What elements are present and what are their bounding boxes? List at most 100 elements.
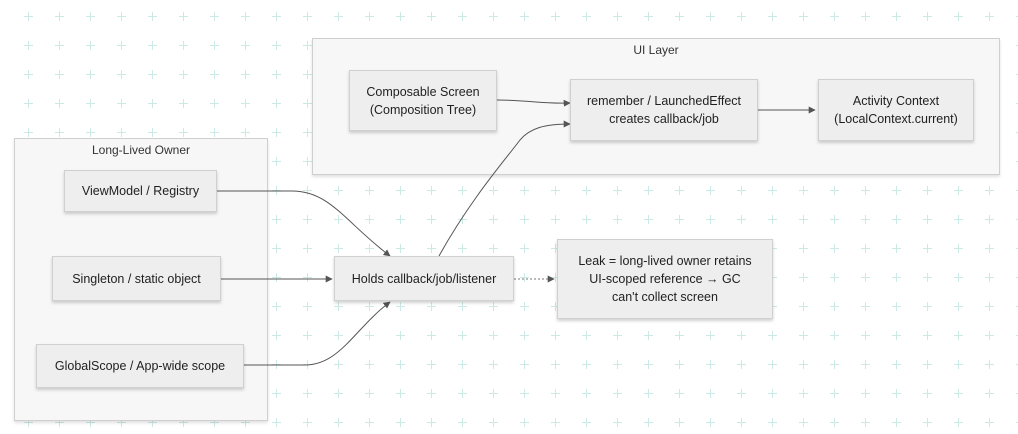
grid-plus-mark xyxy=(427,418,436,427)
grid-plus-mark xyxy=(1016,302,1018,311)
grid-plus-mark xyxy=(954,418,963,427)
grid-plus-mark xyxy=(551,389,560,398)
grid-plus-mark xyxy=(303,273,312,282)
grid-plus-mark xyxy=(427,360,436,369)
grid-plus-mark xyxy=(303,41,312,50)
grid-plus-mark xyxy=(985,331,994,340)
grid-plus-mark xyxy=(985,389,994,398)
edge-globalscope-to-holds xyxy=(244,301,391,366)
grid-plus-mark xyxy=(706,418,715,427)
grid-plus-mark xyxy=(737,389,746,398)
grid-plus-mark xyxy=(427,186,436,195)
grid-plus-mark xyxy=(861,186,870,195)
grid-plus-mark xyxy=(272,215,281,224)
grid-plus-mark xyxy=(179,418,188,427)
grid-plus-mark xyxy=(830,215,839,224)
grid-plus-mark xyxy=(55,70,64,79)
grid-plus-mark xyxy=(799,418,808,427)
grid-plus-mark xyxy=(117,41,126,50)
grid-plus-mark xyxy=(24,70,33,79)
grid-plus-mark xyxy=(489,418,498,427)
grid-plus-mark xyxy=(892,331,901,340)
grid-plus-mark xyxy=(458,331,467,340)
grid-plus-mark xyxy=(303,128,312,137)
grid-plus-mark xyxy=(830,331,839,340)
grid-plus-mark xyxy=(923,215,932,224)
grid-plus-mark xyxy=(86,70,95,79)
grid-plus-mark xyxy=(334,331,343,340)
grid-plus-mark xyxy=(613,12,622,21)
grid-plus-mark xyxy=(737,360,746,369)
ui-layer-title: UI Layer xyxy=(633,43,679,57)
grid-plus-mark xyxy=(427,302,436,311)
grid-plus-mark xyxy=(799,331,808,340)
grid-plus-mark xyxy=(272,273,281,282)
grid-plus-mark xyxy=(923,186,932,195)
grid-plus-mark xyxy=(923,12,932,21)
grid-plus-mark xyxy=(830,389,839,398)
grid-plus-mark xyxy=(892,273,901,282)
grid-plus-mark xyxy=(334,186,343,195)
grid-plus-mark xyxy=(985,186,994,195)
grid-plus-mark xyxy=(334,389,343,398)
grid-plus-mark xyxy=(148,12,157,21)
grid-plus-mark xyxy=(985,273,994,282)
grid-plus-mark xyxy=(551,418,560,427)
grid-plus-mark xyxy=(334,302,343,311)
grid-plus-mark xyxy=(1016,244,1018,253)
grid-plus-mark xyxy=(272,157,281,166)
grid-plus-mark xyxy=(86,41,95,50)
grid-plus-mark xyxy=(1016,157,1018,166)
grid-plus-mark xyxy=(365,302,374,311)
grid-plus-mark xyxy=(210,70,219,79)
grid-plus-mark xyxy=(210,418,219,427)
grid-plus-mark xyxy=(520,360,529,369)
grid-plus-mark xyxy=(861,331,870,340)
grid-plus-mark xyxy=(706,389,715,398)
grid-plus-mark xyxy=(768,418,777,427)
grid-plus-mark xyxy=(272,12,281,21)
grid-plus-mark xyxy=(396,244,405,253)
grid-plus-mark xyxy=(179,128,188,137)
grid-plus-mark xyxy=(1016,360,1018,369)
grid-plus-mark xyxy=(1016,389,1018,398)
grid-plus-mark xyxy=(706,331,715,340)
grid-plus-mark xyxy=(272,70,281,79)
grid-plus-mark xyxy=(272,128,281,137)
grid-plus-mark xyxy=(148,418,157,427)
grid-plus-mark xyxy=(179,99,188,108)
grid-plus-mark xyxy=(768,186,777,195)
grid-plus-mark xyxy=(148,70,157,79)
grid-plus-mark xyxy=(520,331,529,340)
grid-plus-mark xyxy=(86,12,95,21)
grid-plus-mark xyxy=(365,215,374,224)
grid-plus-mark xyxy=(861,215,870,224)
grid-plus-mark xyxy=(365,418,374,427)
grid-plus-mark xyxy=(923,360,932,369)
grid-plus-mark xyxy=(24,99,33,108)
grid-plus-mark xyxy=(396,389,405,398)
grid-plus-mark xyxy=(706,186,715,195)
grid-plus-mark xyxy=(768,389,777,398)
grid-plus-mark xyxy=(737,186,746,195)
grid-plus-mark xyxy=(303,331,312,340)
grid-plus-mark xyxy=(799,302,808,311)
grid-plus-mark xyxy=(179,12,188,21)
grid-plus-mark xyxy=(396,12,405,21)
grid-plus-mark xyxy=(303,186,312,195)
grid-plus-mark xyxy=(210,41,219,50)
grid-plus-mark xyxy=(985,360,994,369)
grid-plus-mark xyxy=(675,12,684,21)
grid-plus-mark xyxy=(520,273,529,282)
grid-plus-mark xyxy=(117,99,126,108)
grid-plus-mark xyxy=(365,12,374,21)
grid-plus-mark xyxy=(830,12,839,21)
grid-plus-mark xyxy=(1016,215,1018,224)
grid-plus-mark xyxy=(303,157,312,166)
grid-plus-mark xyxy=(830,418,839,427)
grid-plus-mark xyxy=(582,12,591,21)
grid-plus-mark xyxy=(272,331,281,340)
grid-plus-mark xyxy=(737,331,746,340)
grid-plus-mark xyxy=(675,389,684,398)
grid-plus-mark xyxy=(334,244,343,253)
